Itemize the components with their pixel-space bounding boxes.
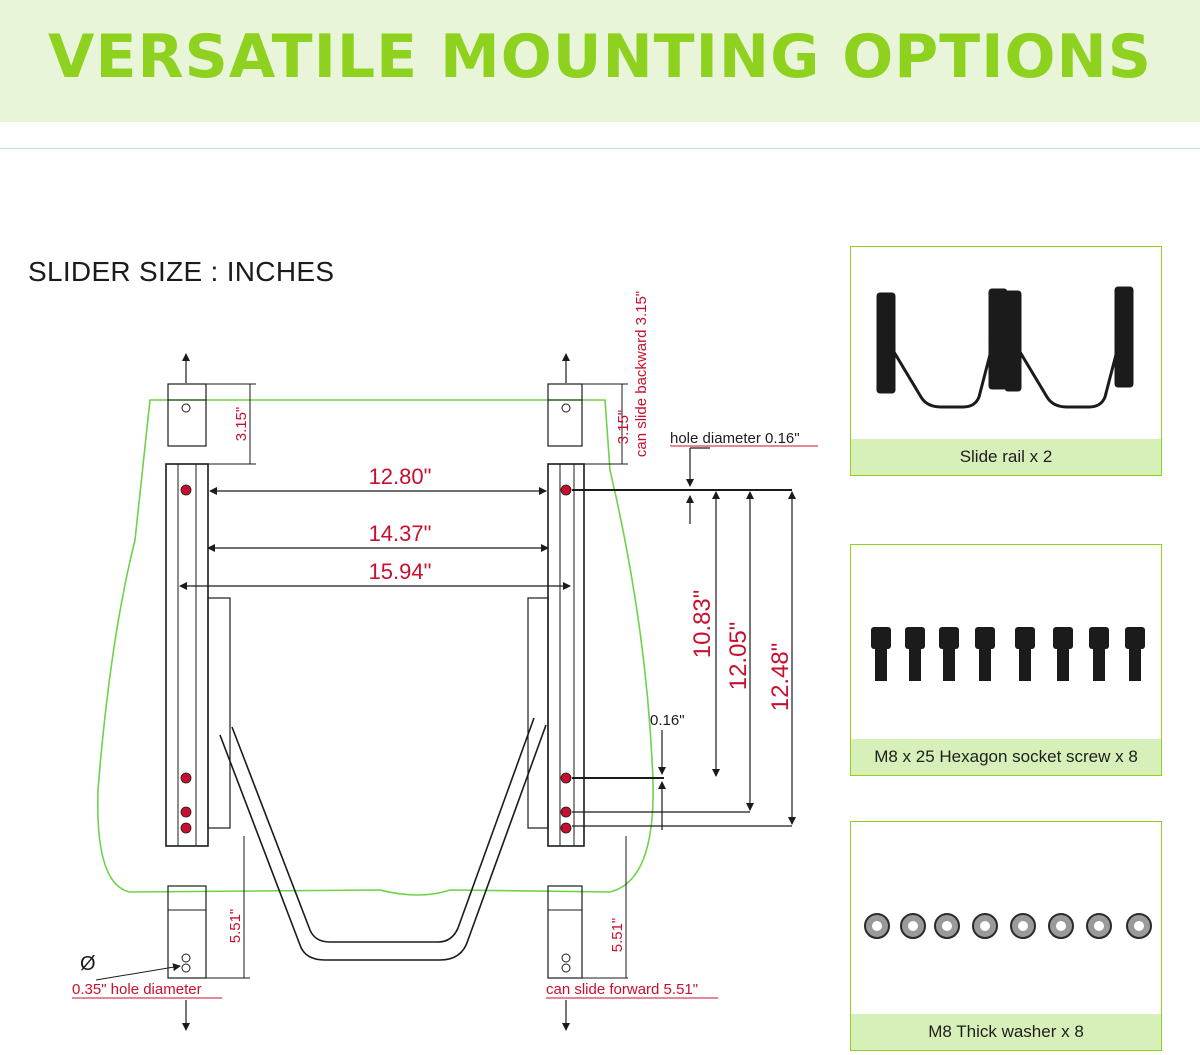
part-caption: Slide rail x 2 — [851, 439, 1161, 475]
width-outer-label: 15.94" — [369, 559, 432, 584]
part-card-screws: M8 x 25 Hexagon socket screw x 8 — [850, 544, 1162, 776]
small-offset-label: 0.16" — [650, 712, 685, 729]
width-mid-label: 14.37" — [369, 521, 432, 546]
part-caption: M8 Thick washer x 8 — [851, 1014, 1161, 1050]
washer-icon — [864, 913, 1152, 939]
slider-dimension-diagram: 12.80" 14.37" 15.94" 10.83" 12.05" 12.48… — [72, 291, 818, 1031]
bottom-slide-right-label: 5.51" — [609, 918, 626, 953]
page-title: VERSATILE MOUNTING OPTIONS — [48, 22, 1152, 92]
seat-outline — [96, 399, 654, 896]
slide-forward-label: can slide forward 5.51" — [546, 981, 698, 998]
hole-diameter-bottom-label: 0.35" hole diameter — [72, 981, 202, 998]
part-card-slide-rail: Slide rail x 2 — [850, 246, 1162, 476]
mounting-holes — [180, 484, 572, 834]
header-banner: VERSATILE MOUNTING OPTIONS — [0, 0, 1200, 122]
width-inner-label: 12.80" — [369, 464, 432, 489]
left-rail — [165, 383, 231, 979]
screw-icon — [871, 627, 1145, 681]
right-rail — [527, 383, 585, 979]
height-1-label: 10.83" — [689, 590, 716, 659]
height-3-label: 12.48" — [767, 643, 794, 712]
diameter-symbol: Ø — [80, 953, 96, 975]
bottom-slide-left-label: 5.51" — [227, 909, 244, 944]
u-bar — [219, 717, 547, 961]
top-slide-left-label: 3.15" — [233, 407, 250, 442]
header-divider — [0, 148, 1200, 149]
hole-diameter-top-label: hole diameter 0.16" — [670, 430, 800, 447]
top-slide-right-label: 3.15" — [615, 410, 632, 445]
slide-backward-label: can slide backward 3.15" — [633, 291, 650, 457]
height-2-label: 12.05" — [725, 622, 752, 691]
part-card-washers: M8 Thick washer x 8 — [850, 821, 1162, 1051]
part-caption: M8 x 25 Hexagon socket screw x 8 — [851, 739, 1161, 775]
slide-rail-icon — [876, 286, 1134, 409]
diagram-title: SLIDER SIZE : INCHES — [28, 256, 335, 287]
